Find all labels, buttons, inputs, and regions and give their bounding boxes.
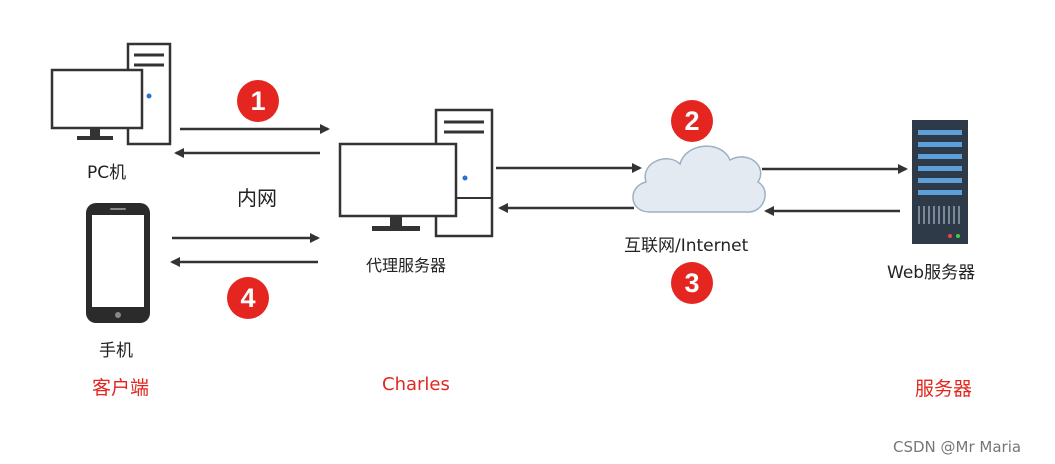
charles-role-label: Charles [382, 374, 450, 395]
lan-label: 内网 [237, 186, 277, 210]
phone-icon [86, 203, 150, 323]
step-badge-3: 3 [671, 262, 713, 304]
client-role-label: 客户端 [92, 377, 150, 399]
web-server-icon [912, 120, 968, 244]
pc-computer-icon [50, 42, 172, 146]
web-server-label: Web服务器 [887, 263, 976, 283]
flow-arrows [170, 124, 908, 267]
internet-label: 互联网/Internet [624, 236, 749, 256]
server-role-label: 服务器 [915, 378, 973, 400]
proxy-server-icon [338, 108, 494, 238]
proxy-label: 代理服务器 [366, 256, 447, 275]
step-badge-1: 1 [237, 80, 279, 122]
watermark: CSDN @Mr Maria [893, 438, 1022, 456]
cloud-icon [632, 145, 766, 213]
pc-label: PC机 [87, 163, 127, 183]
phone-label: 手机 [99, 341, 133, 361]
step-badge-4: 4 [227, 277, 269, 319]
step-badge-2: 2 [671, 100, 713, 142]
